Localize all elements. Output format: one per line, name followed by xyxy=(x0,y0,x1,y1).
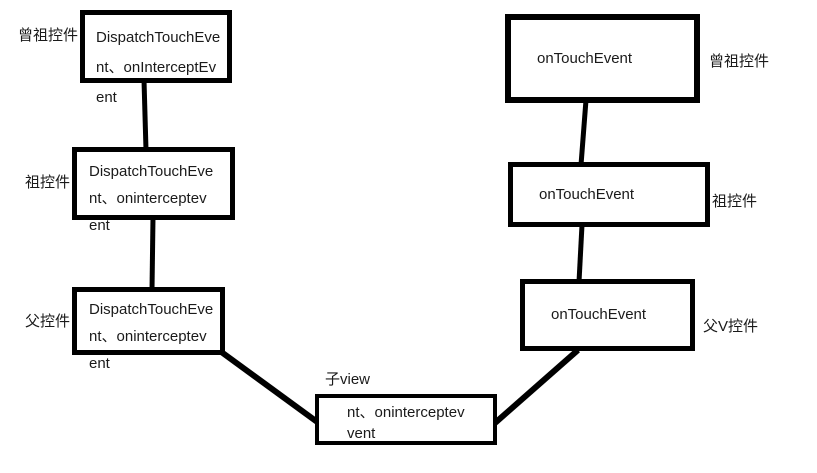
box-text-line: vent xyxy=(347,425,376,442)
box-text-line: DispatchTouchEve xyxy=(89,163,214,180)
box-text-line: nt、oninterceptev xyxy=(347,404,465,421)
connector-left-1-2 xyxy=(141,79,149,151)
connector-child-right-3 xyxy=(493,347,580,426)
label-great-grandparent-right: 曾祖控件 xyxy=(709,53,770,70)
label-grandparent-left: 祖控件 xyxy=(25,174,71,191)
box-text-line: nt、oninterceptev xyxy=(89,190,207,207)
connector-left-3-child xyxy=(218,348,322,427)
child-view-box: nt、oninterceptev vent xyxy=(315,394,497,445)
box-text-line: onTouchEvent xyxy=(539,185,635,203)
label-parent-left: 父控件 xyxy=(25,313,71,330)
box-text-line: onTouchEvent xyxy=(551,306,647,323)
box-text-line: DispatchTouchEve xyxy=(96,29,221,46)
box-text-line: nt、oninterceptev xyxy=(89,328,207,345)
connector-right-3-2 xyxy=(576,224,585,283)
label-grandparent-right: 祖控件 xyxy=(712,193,758,210)
child-view-label: 子view xyxy=(325,371,371,388)
box-text-line-overflow: ent xyxy=(96,89,117,106)
box-text-line-overflow: ent xyxy=(89,355,110,372)
ontouch-box-great-grandparent: onTouchEvent xyxy=(505,14,700,103)
box-text-line-overflow: ent xyxy=(89,217,110,234)
label-parent-right: 父V控件 xyxy=(703,318,759,335)
label-great-grandparent-left: 曾祖控件 xyxy=(18,27,79,44)
box-text-line: nt、onInterceptEv xyxy=(96,59,217,76)
connector-right-2-1 xyxy=(578,99,589,166)
box-text-line: DispatchTouchEve xyxy=(89,301,214,318)
ontouch-box-parent: onTouchEvent xyxy=(520,279,695,351)
dispatch-box-grandparent: DispatchTouchEve nt、oninterceptev ent xyxy=(72,147,235,234)
box-text-line: onTouchEvent xyxy=(537,49,633,67)
connector-left-2-3 xyxy=(149,216,156,291)
dispatch-box-parent: DispatchTouchEve nt、oninterceptev ent xyxy=(72,287,225,372)
dispatch-box-great-grandparent: DispatchTouchEve nt、onInterceptEv ent xyxy=(80,10,232,106)
ontouch-box-grandparent: onTouchEvent xyxy=(508,162,710,227)
